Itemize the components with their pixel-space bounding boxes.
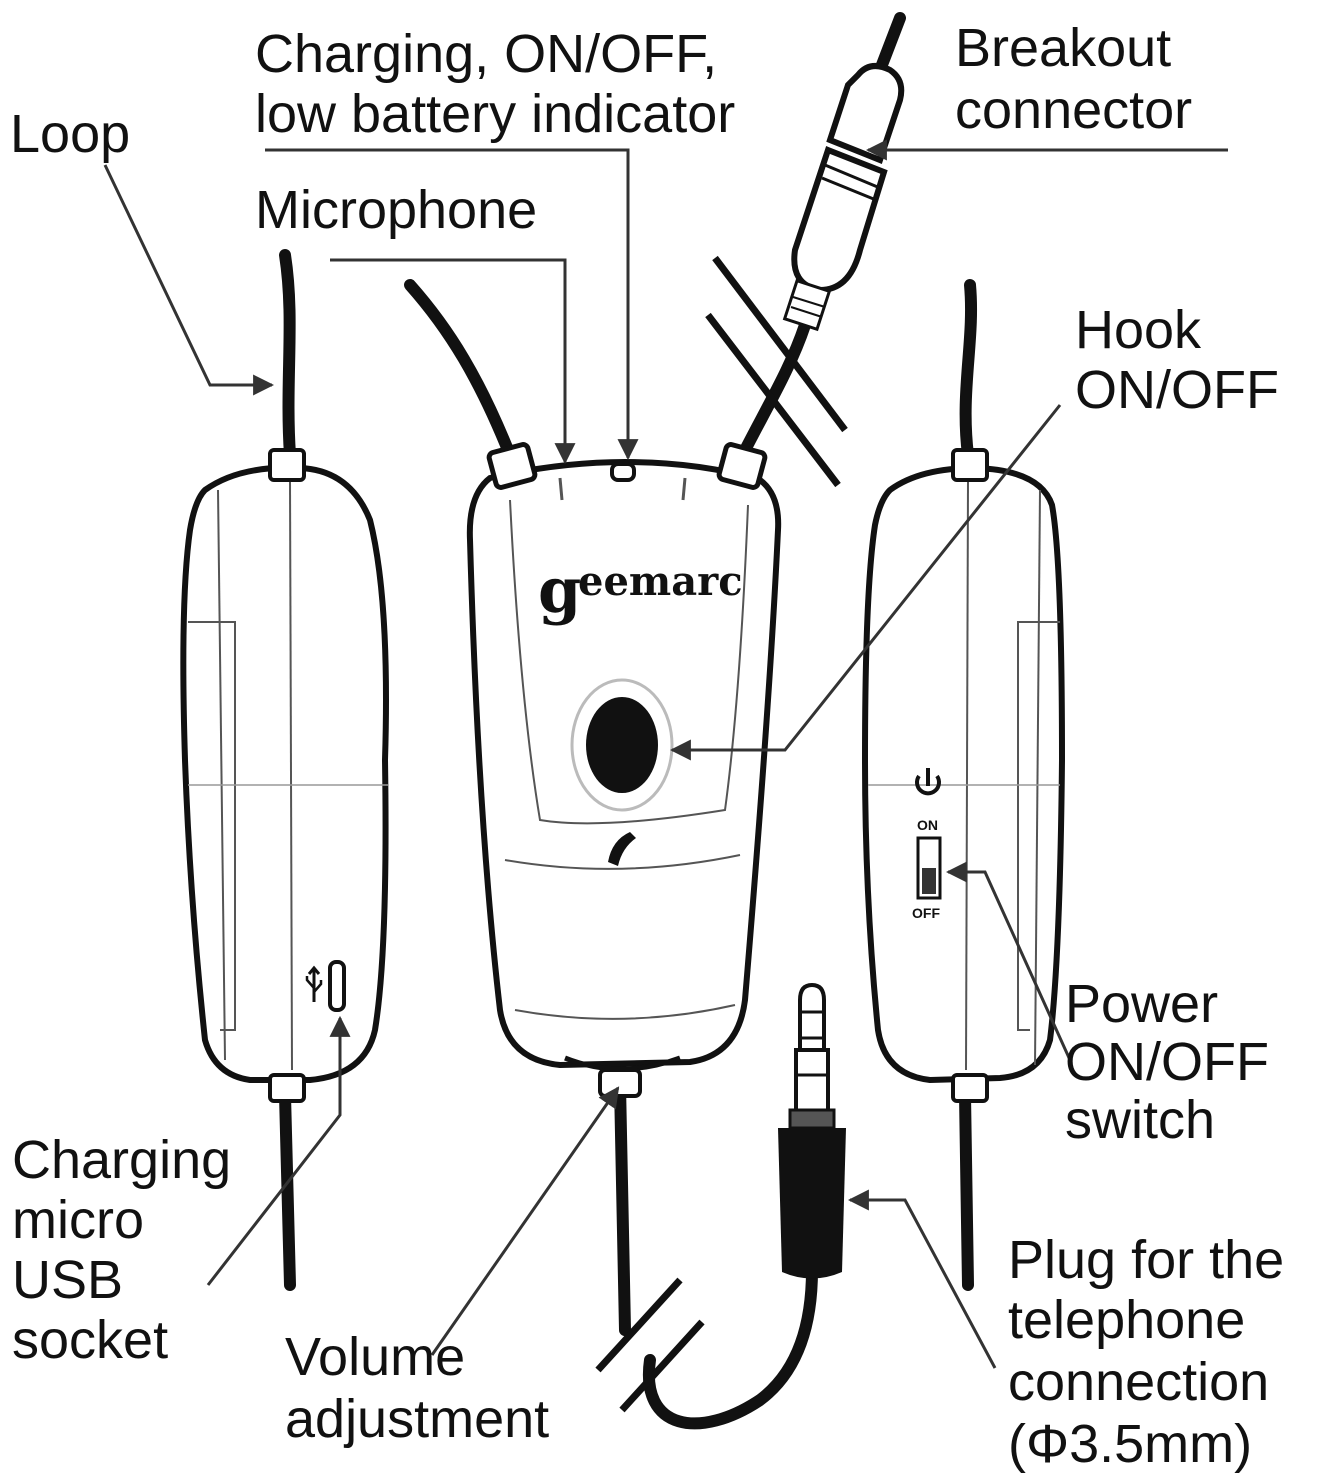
left-side-unit: [180, 448, 389, 1103]
label-power: Power ON/OFF switch: [1065, 974, 1269, 1150]
svg-text:ON/OFF: ON/OFF: [1075, 360, 1279, 420]
label-loop: Loop: [10, 104, 130, 164]
leader-microphone: [330, 258, 576, 465]
cable-break-bottom: [595, 1277, 705, 1413]
svg-text:adjustment: adjustment: [285, 1389, 549, 1449]
svg-text:connector: connector: [955, 80, 1192, 140]
svg-text:Power: Power: [1065, 974, 1218, 1034]
led-indicator: [610, 462, 636, 482]
main-cable-bottom: [614, 1079, 631, 1336]
brand-logo: g eemarc: [538, 554, 743, 627]
leader-plug: [847, 1189, 997, 1369]
breakout-cable: [734, 319, 811, 466]
svg-text:connection: connection: [1008, 1352, 1269, 1412]
phone-handset-icon: [608, 832, 636, 866]
microphone-cable: [404, 279, 516, 461]
svg-text:(Φ3.5mm): (Φ3.5mm): [1008, 1414, 1252, 1474]
svg-text:micro: micro: [12, 1190, 144, 1250]
breakout-connector: [782, 63, 905, 332]
leader-loop: [103, 164, 275, 396]
switch-off-label: OFF: [912, 905, 940, 921]
label-usb: Charging micro USB socket: [12, 1130, 231, 1370]
svg-text:eemarc: eemarc: [578, 558, 743, 605]
leader-volume: [430, 1086, 620, 1356]
label-plug: Plug for the telephone connection (Φ3.5m…: [1008, 1230, 1284, 1474]
cable-break-top: [705, 255, 848, 488]
leader-usb: [206, 1015, 351, 1286]
loop-cable-top-left: [279, 249, 296, 461]
micro-usb-socket: [328, 960, 346, 1012]
label-hook: Hook ON/OFF: [1075, 300, 1279, 420]
svg-text:ON/OFF: ON/OFF: [1065, 1032, 1269, 1092]
svg-text:socket: socket: [12, 1310, 168, 1370]
center-main-unit: g eemarc: [466, 442, 782, 1098]
loop-cable-bottom-right: [959, 1089, 974, 1291]
loop-cable-bottom-left: [279, 1089, 296, 1291]
svg-text:switch: switch: [1065, 1090, 1215, 1150]
breakout-cable-upper: [874, 12, 906, 76]
svg-text:Charging: Charging: [12, 1130, 231, 1190]
label-volume: Volume adjustment: [285, 1327, 549, 1449]
leader-hook: [669, 404, 1062, 761]
svg-text:Plug for the: Plug for the: [1008, 1230, 1284, 1290]
svg-text:Charging, ON/OFF,: Charging, ON/OFF,: [255, 24, 717, 84]
svg-text:Breakout: Breakout: [955, 18, 1171, 78]
usb-icon: [305, 965, 323, 1002]
svg-text:USB: USB: [12, 1250, 123, 1310]
svg-text:telephone: telephone: [1008, 1290, 1245, 1350]
label-breakout: Breakout connector: [955, 18, 1192, 140]
leader-indicator: [265, 148, 639, 461]
leader-power: [945, 861, 1072, 1061]
svg-text:g: g: [538, 554, 581, 627]
svg-text:Hook: Hook: [1075, 300, 1202, 360]
label-indicator: Charging, ON/OFF, low battery indicator: [255, 24, 735, 144]
plug-cable: [642, 1264, 818, 1430]
switch-on-label: ON: [917, 817, 938, 833]
svg-text:low battery indicator: low battery indicator: [255, 84, 735, 144]
loop-cable-top-right: [959, 279, 978, 461]
hook-button: [586, 697, 658, 793]
svg-text:Volume: Volume: [285, 1327, 465, 1387]
right-side-unit: ON OFF: [861, 448, 1066, 1103]
power-icon: [915, 768, 941, 796]
label-microphone: Microphone: [255, 180, 537, 240]
telephone-plug: [778, 982, 846, 1279]
